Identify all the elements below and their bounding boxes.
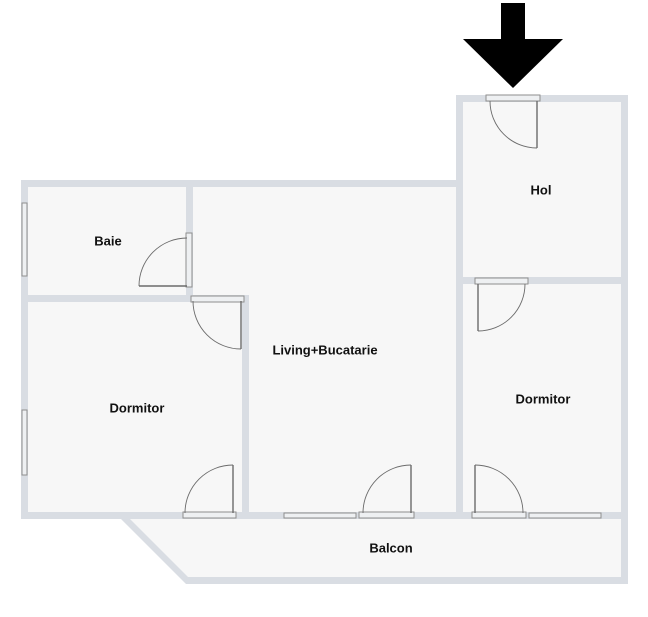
room-dormitor-left (28, 302, 242, 512)
door-living-balcon[interactable] (358, 464, 415, 519)
window-dormitor-left (21, 409, 28, 476)
label-living: Living+Bucatarie (272, 342, 377, 357)
door-dormitor-right-balcon[interactable] (471, 464, 527, 519)
room-baie (28, 187, 186, 295)
window-living-balcon (283, 512, 357, 519)
door-dormitor-left-top[interactable] (190, 295, 245, 350)
label-balcon: Balcon (369, 540, 412, 555)
entrance-arrow-icon (463, 3, 563, 88)
door-entrance[interactable] (485, 94, 541, 149)
label-dormitor-right: Dormitor (516, 391, 571, 406)
label-hol: Hol (531, 182, 552, 197)
door-baie[interactable] (138, 232, 193, 288)
door-dormitor-left-balcon[interactable] (182, 464, 237, 519)
room-living (193, 187, 456, 512)
label-baie: Baie (94, 233, 121, 248)
window-dormitor-right-balcon (528, 512, 602, 519)
room-hol (463, 102, 621, 277)
door-dormitor-right-hol[interactable] (474, 277, 529, 332)
room-balcon (130, 519, 621, 577)
room-dormitor-right (463, 284, 621, 512)
label-dormitor-left: Dormitor (110, 400, 165, 415)
window-baie (21, 202, 28, 277)
